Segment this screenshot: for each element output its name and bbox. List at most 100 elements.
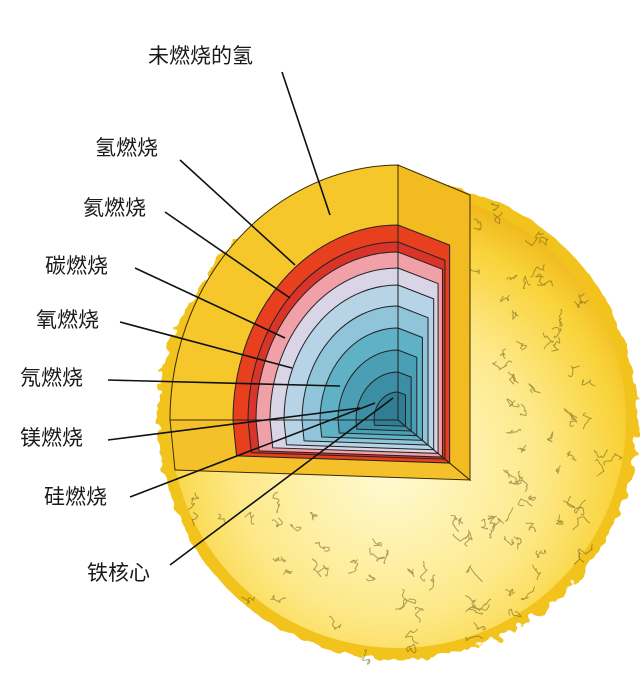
surface-squiggle	[283, 569, 293, 576]
surface-squiggle	[528, 495, 536, 501]
surface-squiggle	[572, 516, 591, 531]
surface-squiggle	[595, 458, 605, 477]
leader-helium-burning	[164, 211, 291, 299]
surface-squiggle	[309, 511, 318, 521]
surface-squiggle	[582, 412, 592, 430]
surface-squiggle	[499, 348, 506, 359]
surface-squiggle	[491, 517, 505, 529]
surface-squiggle	[191, 511, 199, 526]
surface-squiggle	[244, 511, 255, 525]
leader-unburned-hydrogen	[281, 71, 331, 216]
surface-squiggle	[566, 450, 577, 462]
surface-squiggle	[272, 491, 281, 514]
surface-squiggle	[562, 496, 576, 509]
surface-squiggle	[506, 274, 518, 281]
surface-squiggle	[515, 471, 523, 485]
surface-squiggle	[520, 586, 536, 601]
surface-squiggle	[507, 371, 516, 383]
surface-squiggle	[503, 535, 515, 546]
surface-squiggle	[532, 564, 541, 580]
surface-squiggle	[240, 596, 256, 605]
surface-squiggle	[365, 574, 376, 582]
surface-squiggle	[555, 465, 561, 474]
label-iron-core: 铁核心	[87, 561, 150, 585]
surface-squiggle	[480, 518, 489, 530]
surface-squiggle	[511, 309, 519, 321]
surface-squiggle	[401, 589, 417, 604]
surface-squiggle	[536, 280, 554, 287]
surface-squiggle	[513, 536, 522, 550]
surface-squiggle	[314, 541, 330, 552]
surface-squiggle	[473, 621, 486, 631]
leader-neon-burning	[107, 379, 341, 387]
surface-squiggle	[603, 453, 623, 466]
surface-squiggle	[577, 543, 593, 555]
surface-squiggle	[578, 292, 585, 304]
leader-carbon-burning	[134, 267, 286, 339]
surface-squiggle	[551, 336, 561, 352]
surface-squiggle	[517, 498, 533, 507]
surface-squiggle	[535, 549, 547, 558]
surface-squiggle	[492, 360, 513, 371]
surface-squiggle	[369, 547, 386, 562]
surface-squiggle	[542, 332, 554, 350]
label-magnesium-burning: 镁燃烧	[20, 426, 83, 450]
surface-squiggle	[515, 340, 527, 351]
surface-squiggle	[535, 273, 546, 286]
surface-squiggle	[471, 604, 480, 611]
surface-squiggle	[312, 558, 322, 577]
surface-squiggle	[317, 564, 330, 577]
surface-squiggle	[361, 649, 371, 665]
surface-squiggle	[581, 379, 596, 387]
surface-squiggle	[478, 598, 492, 612]
surface-squiggle	[270, 594, 286, 603]
surface-squiggle	[348, 559, 359, 574]
surface-squiggle	[519, 403, 527, 417]
leader-oxygen-burning	[119, 321, 293, 369]
surface-squiggle	[506, 428, 521, 434]
surface-squiggle	[187, 492, 200, 510]
surface-squiggle	[546, 431, 554, 443]
surface-squiggle	[574, 550, 585, 565]
surface-squiggle	[490, 202, 500, 212]
surface-squiggle	[383, 549, 389, 564]
burning-shells	[232, 224, 452, 465]
surface-squiggle	[493, 211, 503, 225]
surface-squiggle	[505, 507, 514, 522]
label-carbon-burning: 碳燃烧	[45, 254, 108, 278]
surface-squiggle	[539, 236, 549, 246]
surface-squiggle	[465, 595, 477, 604]
surface-squiggle	[217, 513, 226, 523]
surface-squiggle	[551, 326, 562, 339]
label-helium-burning: 氦燃烧	[83, 196, 146, 220]
surface-squiggle	[328, 615, 342, 630]
label-unburned-hydrogen: 未燃烧的氢	[148, 44, 253, 68]
surface-squiggle	[372, 538, 382, 547]
label-neon-burning: 氖燃烧	[20, 366, 83, 390]
surface-squiggle	[555, 514, 564, 525]
surface-squiggle	[465, 607, 484, 615]
leader-iron-core	[169, 397, 394, 566]
surface-squiggle	[487, 515, 497, 523]
surface-squiggle	[573, 499, 586, 516]
surface-squiggle	[502, 469, 517, 483]
surface-squiggle	[522, 275, 531, 290]
surface-squiggle	[525, 231, 544, 247]
surface-squiggle	[428, 574, 436, 591]
surface-squiggle	[406, 643, 417, 654]
surface-squiggle	[567, 365, 580, 378]
surface-squiggle	[505, 588, 516, 597]
surface-squiggle	[404, 628, 419, 644]
surface-squiggle	[517, 444, 527, 453]
surface-squiggle	[506, 398, 520, 408]
label-oxygen-burning: 氧燃烧	[36, 308, 99, 332]
surface-squiggle	[395, 599, 408, 610]
surface-squiggle	[419, 560, 428, 582]
leader-magnesium-burning	[107, 407, 361, 441]
surface-squiggle	[508, 608, 522, 618]
surface-squiggle	[458, 516, 464, 526]
surface-squiggle	[272, 556, 286, 563]
surface-squiggle	[465, 564, 483, 582]
surface-squiggle	[473, 218, 482, 231]
